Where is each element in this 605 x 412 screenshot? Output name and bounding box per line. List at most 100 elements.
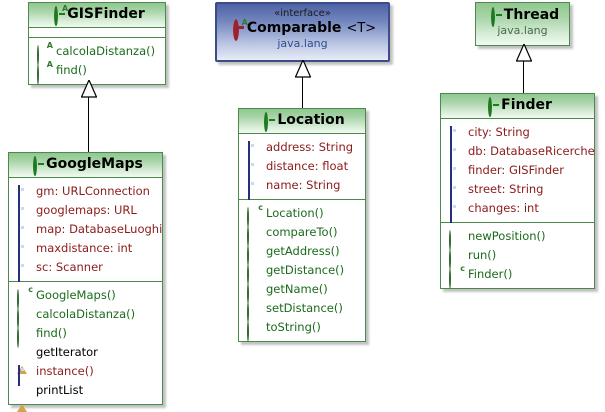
class-box-comparable[interactable]: «interface» A Comparable<T> java.lang: [215, 2, 390, 62]
method-row[interactable]: c Location(): [247, 203, 361, 228]
attribute-row[interactable]: changes: int: [449, 199, 590, 223]
private-field-icon: [449, 163, 461, 185]
method-row[interactable]: A calcolaDistanza(): [37, 41, 161, 66]
attribute-row[interactable]: finder: GISFinder: [449, 161, 590, 185]
method-label: compareTo(): [266, 225, 338, 239]
class-title-finder: Finder: [445, 97, 590, 117]
private-field-icon: [17, 260, 29, 282]
method-row[interactable]: run(): [449, 246, 590, 270]
method-row[interactable]: setDistance(): [247, 299, 361, 323]
private-field-icon: [17, 222, 29, 244]
method-row[interactable]: c GoogleMaps(): [17, 285, 158, 310]
private-field-icon: [449, 144, 461, 166]
method-row[interactable]: c Finder(): [449, 264, 590, 289]
public-method-icon: [247, 282, 259, 304]
attribute-row[interactable]: maxdistance: int: [17, 239, 158, 263]
method-label: calcolaDistanza(): [56, 44, 156, 58]
private-field-icon: [449, 201, 461, 223]
class-box-gisfinder[interactable]: A GISFinder A calcolaDistanza() A find(): [28, 2, 166, 85]
generalization-arrowhead-thread: [515, 42, 533, 66]
class-header-comparable: «interface» A Comparable<T> java.lang: [217, 4, 388, 60]
attribute-label: street: String: [468, 182, 544, 196]
attribute-label: city: String: [468, 125, 530, 139]
method-label: GoogleMaps(): [36, 288, 116, 302]
attribute-row[interactable]: city: String: [449, 123, 590, 147]
methods-compartment-finder: newPosition() run() c Finder(): [441, 223, 594, 289]
attribute-row[interactable]: googlemaps: URL: [17, 201, 158, 225]
class-box-thread[interactable]: Thread java.lang: [475, 2, 570, 46]
class-title-thread: Thread: [480, 7, 565, 27]
package-label: java.lang: [277, 37, 328, 50]
attribute-row[interactable]: distance: float: [247, 157, 361, 181]
class-header-googlemaps: GoogleMaps: [9, 153, 162, 178]
private-field-icon: [449, 125, 461, 147]
attribute-label: changes: int: [468, 201, 539, 215]
class-name-label: Comparable: [246, 20, 342, 36]
public-method-icon: [247, 225, 259, 247]
generalization-line-location-comparable: [302, 76, 303, 109]
generalization-arrowhead-comparable: [294, 58, 312, 82]
public-constructor-icon: c: [247, 203, 263, 228]
interface-icon: A: [229, 19, 248, 41]
method-row[interactable]: calcolaDistanza(): [17, 305, 158, 329]
private-field-icon: [247, 178, 259, 200]
class-icon: [483, 97, 497, 117]
private-field-icon: [449, 182, 461, 204]
method-row[interactable]: find(): [17, 324, 158, 348]
class-box-googlemaps[interactable]: GoogleMaps gm: URLConnection googlemaps:…: [8, 152, 163, 412]
public-method-icon: [17, 326, 29, 348]
attributes-compartment-location: address: String distance: float name: St…: [239, 134, 365, 200]
package-label: java.lang: [497, 24, 548, 37]
method-row[interactable]: printList: [17, 381, 158, 412]
method-row[interactable]: newPosition(): [449, 227, 590, 251]
protected-method-icon: [17, 384, 29, 412]
method-label: setDistance(): [266, 301, 343, 315]
attribute-row[interactable]: street: String: [449, 180, 590, 204]
class-box-finder[interactable]: Finder city: String db: DatabaseRicerche…: [440, 93, 595, 289]
public-method-icon: [247, 301, 259, 323]
attribute-label: distance: float: [266, 159, 349, 173]
method-label: getIterator: [36, 345, 98, 359]
public-abstract-method-icon: A: [37, 41, 53, 66]
private-method-icon: [17, 364, 29, 386]
attribute-row[interactable]: address: String: [247, 138, 361, 162]
method-row[interactable]: getDistance(): [247, 261, 361, 285]
method-label: getAddress(): [266, 244, 340, 258]
attribute-label: map: DatabaseLuoghi: [36, 222, 163, 236]
class-header-thread: Thread java.lang: [476, 3, 569, 45]
method-label: toString(): [266, 320, 321, 334]
attribute-row[interactable]: sc: Scanner: [17, 258, 158, 282]
attribute-label: googlemaps: URL: [36, 203, 137, 217]
method-row[interactable]: getName(): [247, 280, 361, 304]
method-label: run(): [468, 248, 497, 262]
method-label: getName(): [266, 282, 328, 296]
attribute-label: db: DatabaseRicerche: [468, 144, 595, 158]
method-row[interactable]: getAddress(): [247, 242, 361, 266]
methods-compartment-gisfinder: A calcolaDistanza() A find(): [29, 38, 165, 85]
method-row[interactable]: A find(): [37, 60, 161, 85]
protected-method-icon: [17, 346, 29, 374]
method-row[interactable]: instance(): [17, 362, 158, 386]
class-header-location: Location: [239, 109, 365, 134]
attribute-row[interactable]: name: String: [247, 176, 361, 200]
method-label: find(): [56, 63, 87, 77]
attributes-compartment-gisfinder: [29, 28, 165, 38]
class-header-finder: Finder: [441, 94, 594, 119]
attribute-label: name: String: [266, 178, 341, 192]
generalization-line-googlemaps-gisfinder: [88, 96, 89, 153]
attribute-row[interactable]: db: DatabaseRicerche: [449, 142, 595, 166]
method-row[interactable]: compareTo(): [247, 223, 361, 247]
class-title-comparable: A Comparable<T>: [221, 19, 384, 41]
attribute-row[interactable]: map: DatabaseLuoghi: [17, 220, 162, 244]
method-row[interactable]: toString(): [247, 318, 361, 342]
class-header-gisfinder: A GISFinder: [29, 3, 165, 28]
public-method-icon: [17, 307, 29, 329]
public-method-icon: [247, 244, 259, 266]
attributes-compartment-finder: city: String db: DatabaseRicerche finder…: [441, 119, 595, 223]
class-name-label: GoogleMaps: [46, 156, 143, 172]
class-box-location[interactable]: Location address: String distance: float…: [238, 108, 366, 342]
attribute-row[interactable]: gm: URLConnection: [17, 182, 158, 206]
class-name-label: Location: [277, 112, 345, 128]
public-abstract-method-icon: A: [37, 60, 53, 85]
method-row[interactable]: getIterator: [17, 343, 158, 374]
